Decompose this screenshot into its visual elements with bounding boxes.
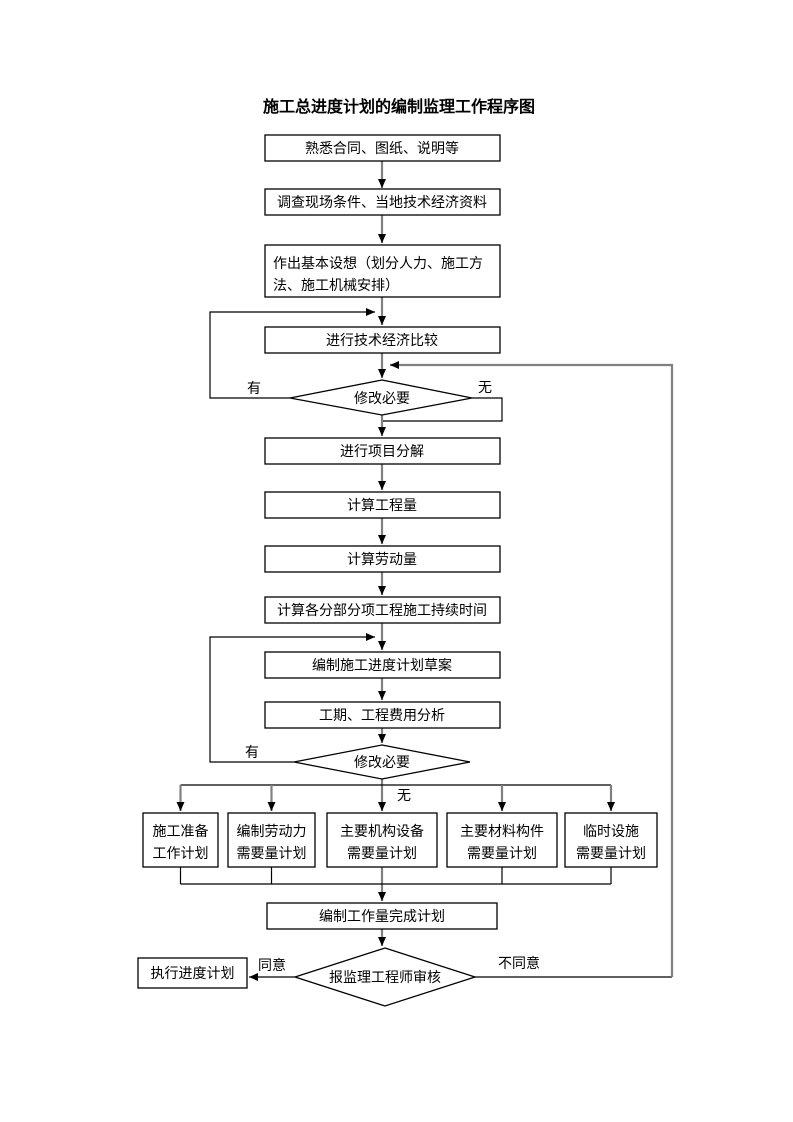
plan-construction-preparation-line2: 工作计划: [153, 845, 209, 861]
step-calculate-duration-box: [264, 596, 501, 624]
decision-modification-needed-2-diamond: [293, 744, 471, 780]
plan-equipment-requirement-line1: 主要机构设备: [340, 823, 424, 839]
step-technical-economic-comparison-label: 进行技术经济比较: [326, 332, 438, 348]
decision-modification-needed-1-label: 修改必要: [354, 390, 410, 406]
connector-d2-yes-loop: [209, 633, 375, 763]
step-duration-cost-analysis-box: [264, 701, 501, 729]
plan-temporary-facilities-line1: 临时设施: [583, 823, 639, 839]
decision-supervisor-review-label: 报监理工程师审核: [329, 969, 441, 985]
page-title: 施工总进度计划的编制监理工作程序图: [263, 97, 535, 116]
plan-material-requirement: 主要材料构件 需要量计划: [446, 812, 558, 868]
plan-equipment-requirement-line2: 需要量计划: [347, 845, 417, 861]
decision-1-no-label: 无: [478, 379, 492, 395]
decision-modification-needed-2-label: 修改必要: [354, 754, 410, 770]
step-review-contract-drawings-label: 熟悉合同、图纸、说明等: [305, 140, 459, 156]
connector-d1-yes-loop: [209, 308, 375, 399]
step-execute-schedule-label: 执行进度计划: [151, 965, 235, 981]
step-project-breakdown-box: [264, 437, 501, 465]
decision-2-yes-label: 有: [245, 744, 259, 760]
plan-equipment-requirement-box: [326, 812, 438, 868]
step-review-contract-drawings: 熟悉合同、图纸、说明等: [264, 134, 501, 162]
decision-modification-needed-2: 修改必要: [293, 744, 471, 780]
step-review-contract-drawings-box: [264, 134, 501, 162]
step-investigate-site-conditions-box: [264, 188, 501, 216]
step-investigate-site-conditions-label: 调查现场条件、当地技术经济资料: [277, 194, 487, 210]
plan-temporary-facilities: 临时设施 需要量计划: [564, 812, 658, 868]
plan-construction-preparation-line1: 施工准备: [153, 823, 209, 839]
decision-3-disagree-label: 不同意: [498, 955, 540, 971]
step-investigate-site-conditions: 调查现场条件、当地技术经济资料: [264, 188, 501, 216]
step-project-breakdown-label: 进行项目分解: [340, 443, 424, 459]
connector-d3-disagree-feedback: [390, 361, 674, 977]
step-execute-schedule-box: [137, 957, 248, 989]
decision-1-yes-label: 有: [247, 380, 261, 396]
plan-construction-preparation: 施工准备 工作计划: [142, 812, 219, 868]
step-draft-schedule-label: 编制施工进度计划草案: [312, 657, 452, 673]
decision-supervisor-review: 报监理工程师审核: [292, 947, 478, 1007]
step-execute-schedule: 执行进度计划: [137, 957, 248, 989]
step-workload-completion-plan: 编制工作量完成计划: [266, 902, 498, 930]
plan-temporary-facilities-line2: 需要量计划: [576, 845, 646, 861]
decision-2-no-label: 无: [397, 787, 411, 803]
step-basic-assumptions-box: [264, 244, 501, 298]
step-basic-assumptions-label-line1: 作出基本设想（划分人力、施工方: [273, 255, 483, 271]
plan-labor-requirement-line2: 需要量计划: [237, 845, 307, 861]
plan-labor-requirement-box: [227, 812, 316, 868]
step-technical-economic-comparison-box: [264, 326, 501, 354]
plan-equipment-requirement: 主要机构设备 需要量计划: [326, 812, 438, 868]
plan-labor-requirement-line1: 编制劳动力: [237, 823, 307, 839]
step-basic-assumptions: 作出基本设想（划分人力、施工方 法、施工机械安排）: [264, 244, 501, 298]
decision-modification-needed-1: 修改必要: [289, 379, 473, 416]
step-workload-completion-plan-label: 编制工作量完成计划: [319, 908, 445, 924]
step-workload-completion-plan-box: [266, 902, 498, 930]
plan-material-requirement-line2: 需要量计划: [467, 845, 537, 861]
step-calculate-work-quantity-label: 计算工程量: [347, 497, 417, 513]
decision-supervisor-review-diamond: [292, 947, 478, 1007]
decision-modification-needed-1-diamond: [289, 379, 473, 416]
step-calculate-work-quantity-box: [264, 491, 501, 519]
step-duration-cost-analysis-label: 工期、工程费用分析: [319, 707, 445, 723]
plan-material-requirement-box: [446, 812, 558, 868]
step-calculate-work-quantity: 计算工程量: [264, 491, 501, 519]
step-calculate-labor-quantity-box: [264, 545, 501, 573]
step-calculate-labor-quantity-label: 计算劳动量: [347, 551, 417, 567]
step-technical-economic-comparison: 进行技术经济比较: [264, 326, 501, 354]
step-project-breakdown: 进行项目分解: [264, 437, 501, 465]
step-draft-schedule-box: [264, 651, 501, 679]
plan-material-requirement-line1: 主要材料构件: [460, 823, 544, 839]
step-calculate-duration-label: 计算各分部分项工程施工持续时间: [277, 602, 487, 618]
step-draft-schedule: 编制施工进度计划草案: [264, 651, 501, 679]
plan-construction-preparation-box: [142, 812, 219, 868]
connector-d1-no-elbow: [383, 397, 503, 422]
plan-labor-requirement: 编制劳动力 需要量计划: [227, 812, 316, 868]
plan-temporary-facilities-box: [564, 812, 658, 868]
step-calculate-labor-quantity: 计算劳动量: [264, 545, 501, 573]
step-calculate-duration: 计算各分部分项工程施工持续时间: [264, 596, 501, 624]
step-basic-assumptions-label-line2: 法、施工机械安排）: [273, 277, 399, 293]
decision-3-agree-label: 同意: [258, 957, 286, 973]
step-duration-cost-analysis: 工期、工程费用分析: [264, 701, 501, 729]
